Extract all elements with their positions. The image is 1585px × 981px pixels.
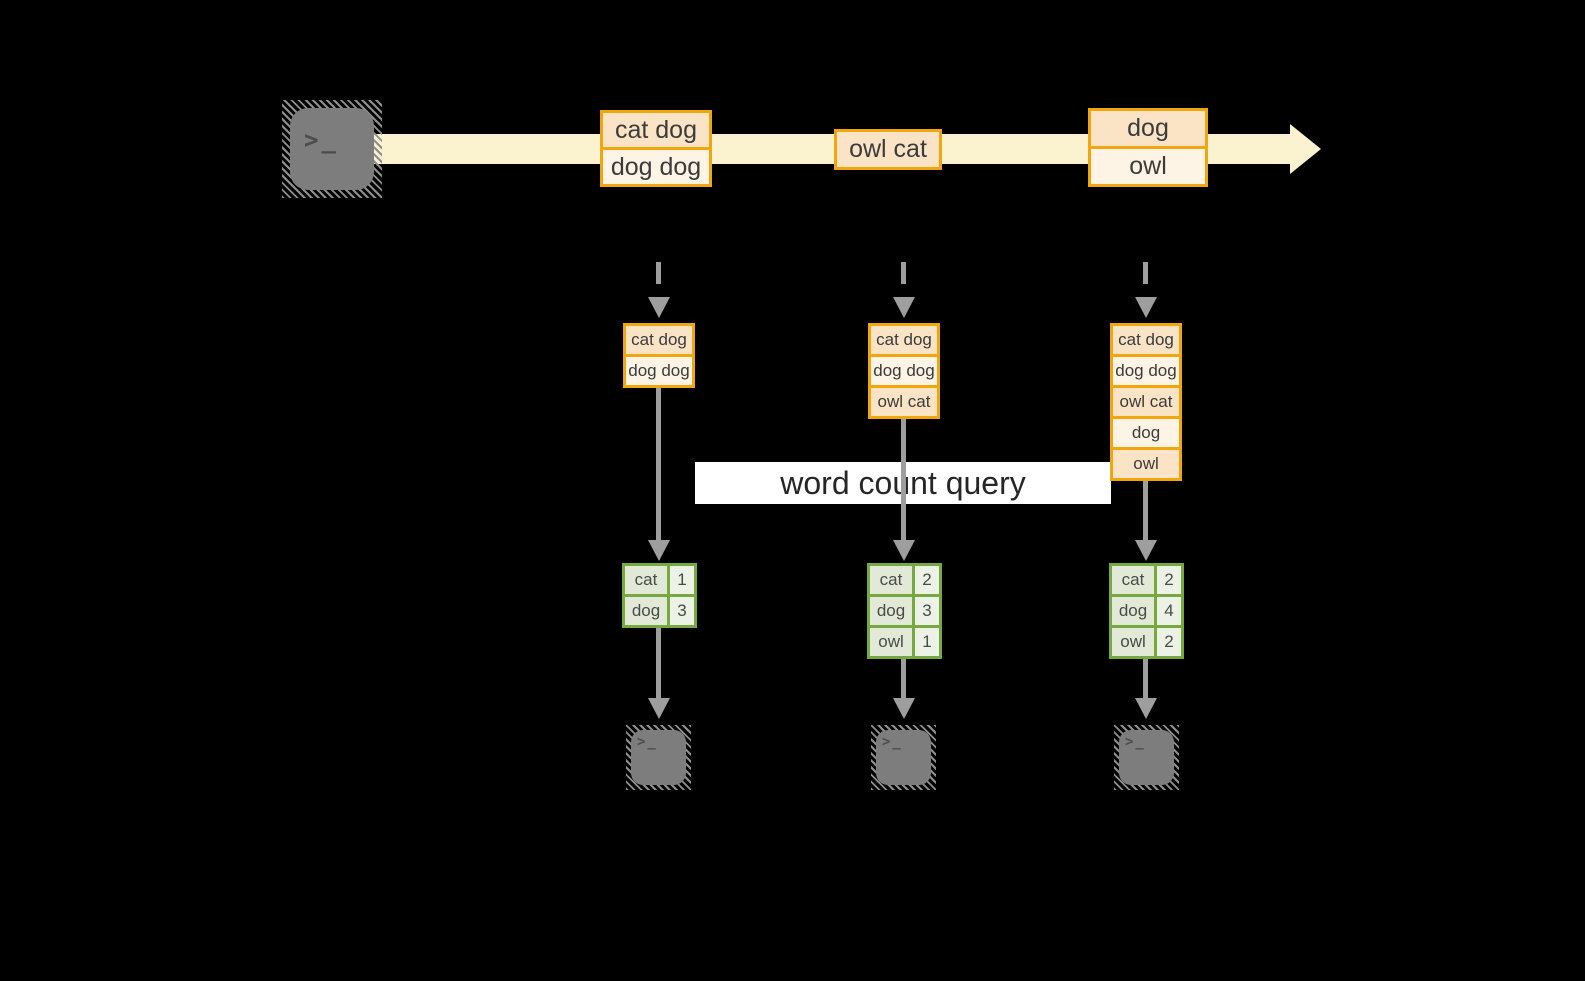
count-word-cell: dog (870, 597, 912, 625)
dashed-arrow-line-2 (901, 262, 906, 296)
terminal-screen (876, 730, 931, 785)
arrow-head-state-to-count-3 (1135, 540, 1157, 561)
stream-event-row: owl cat (837, 132, 939, 167)
stream-arrow-head (1290, 124, 1321, 174)
arrow-line-state-to-count-1 (656, 387, 661, 540)
arrow-head-state-to-count-1 (648, 540, 670, 561)
state-row: cat dog (871, 326, 937, 354)
dashed-arrow-line-1 (656, 262, 661, 296)
arrow-head-state-to-count-2 (893, 540, 915, 561)
stream-event-1: cat dog dog dog (600, 110, 712, 187)
stream-event-row: dog dog (603, 150, 709, 184)
dashed-arrow-line-3 (1143, 262, 1148, 296)
count-value-cell: 1 (670, 566, 694, 594)
stream-event-2: owl cat (834, 129, 942, 170)
arrow-line-state-to-count-3 (1143, 480, 1148, 540)
state-stack-2: cat dog dog dog owl cat (868, 323, 940, 419)
state-stack-1: cat dog dog dog (623, 323, 695, 388)
stream-event-row: dog (1091, 111, 1205, 146)
terminal-screen (1119, 730, 1174, 785)
count-value-cell: 3 (915, 597, 939, 625)
count-word-cell: cat (625, 566, 667, 594)
terminal-icon: >_ (871, 725, 936, 790)
count-value-cell: 2 (915, 566, 939, 594)
dashed-arrow-head-1 (648, 297, 670, 318)
dashed-arrow-head-2 (893, 297, 915, 318)
terminal-screen (290, 108, 374, 190)
count-value-cell: 1 (915, 628, 939, 656)
count-word-cell: dog (625, 597, 667, 625)
dashed-arrow-head-3 (1135, 297, 1157, 318)
terminal-prompt-icon: >_ (637, 734, 658, 750)
state-row: dog dog (871, 357, 937, 385)
arrow-line-state-to-count-2 (901, 417, 906, 540)
state-row: owl (1113, 450, 1179, 478)
arrow-line-count-to-sink-2 (901, 657, 906, 698)
state-row: dog dog (1113, 357, 1179, 385)
terminal-prompt-icon: >_ (1125, 734, 1146, 750)
terminal-prompt-icon: >_ (882, 734, 903, 750)
arrow-head-count-to-sink-3 (1135, 698, 1157, 719)
stream-event-row: owl (1091, 149, 1205, 184)
terminal-screen (631, 730, 686, 785)
count-word-cell: dog (1112, 597, 1154, 625)
arrow-head-count-to-sink-1 (648, 698, 670, 719)
arrow-head-count-to-sink-2 (893, 698, 915, 719)
terminal-icon: >_ (1114, 725, 1179, 790)
state-row: owl cat (871, 388, 937, 416)
state-row: dog (1113, 419, 1179, 447)
count-table-3: cat 2 dog 4 owl 2 (1109, 563, 1184, 659)
terminal-icon: >_ (282, 100, 382, 198)
count-value-cell: 3 (670, 597, 694, 625)
state-row: cat dog (1113, 326, 1179, 354)
state-stack-3: cat dog dog dog owl cat dog owl (1110, 323, 1182, 481)
count-table-2: cat 2 dog 3 owl 1 (867, 563, 942, 659)
stream-event-row: cat dog (603, 113, 709, 147)
terminal-prompt-icon: >_ (304, 126, 339, 154)
state-row: cat dog (626, 326, 692, 354)
count-word-cell: owl (1112, 628, 1154, 656)
count-value-cell: 2 (1157, 566, 1181, 594)
state-row: dog dog (626, 357, 692, 385)
count-value-cell: 2 (1157, 628, 1181, 656)
arrow-line-count-to-sink-1 (656, 628, 661, 698)
count-word-cell: cat (1112, 566, 1154, 594)
terminal-icon: >_ (626, 725, 691, 790)
state-row: owl cat (1113, 388, 1179, 416)
count-value-cell: 4 (1157, 597, 1181, 625)
count-word-cell: cat (870, 566, 912, 594)
count-table-1: cat 1 dog 3 (622, 563, 697, 628)
stream-event-3: dog owl (1088, 108, 1208, 187)
arrow-line-count-to-sink-3 (1143, 657, 1148, 698)
count-word-cell: owl (870, 628, 912, 656)
